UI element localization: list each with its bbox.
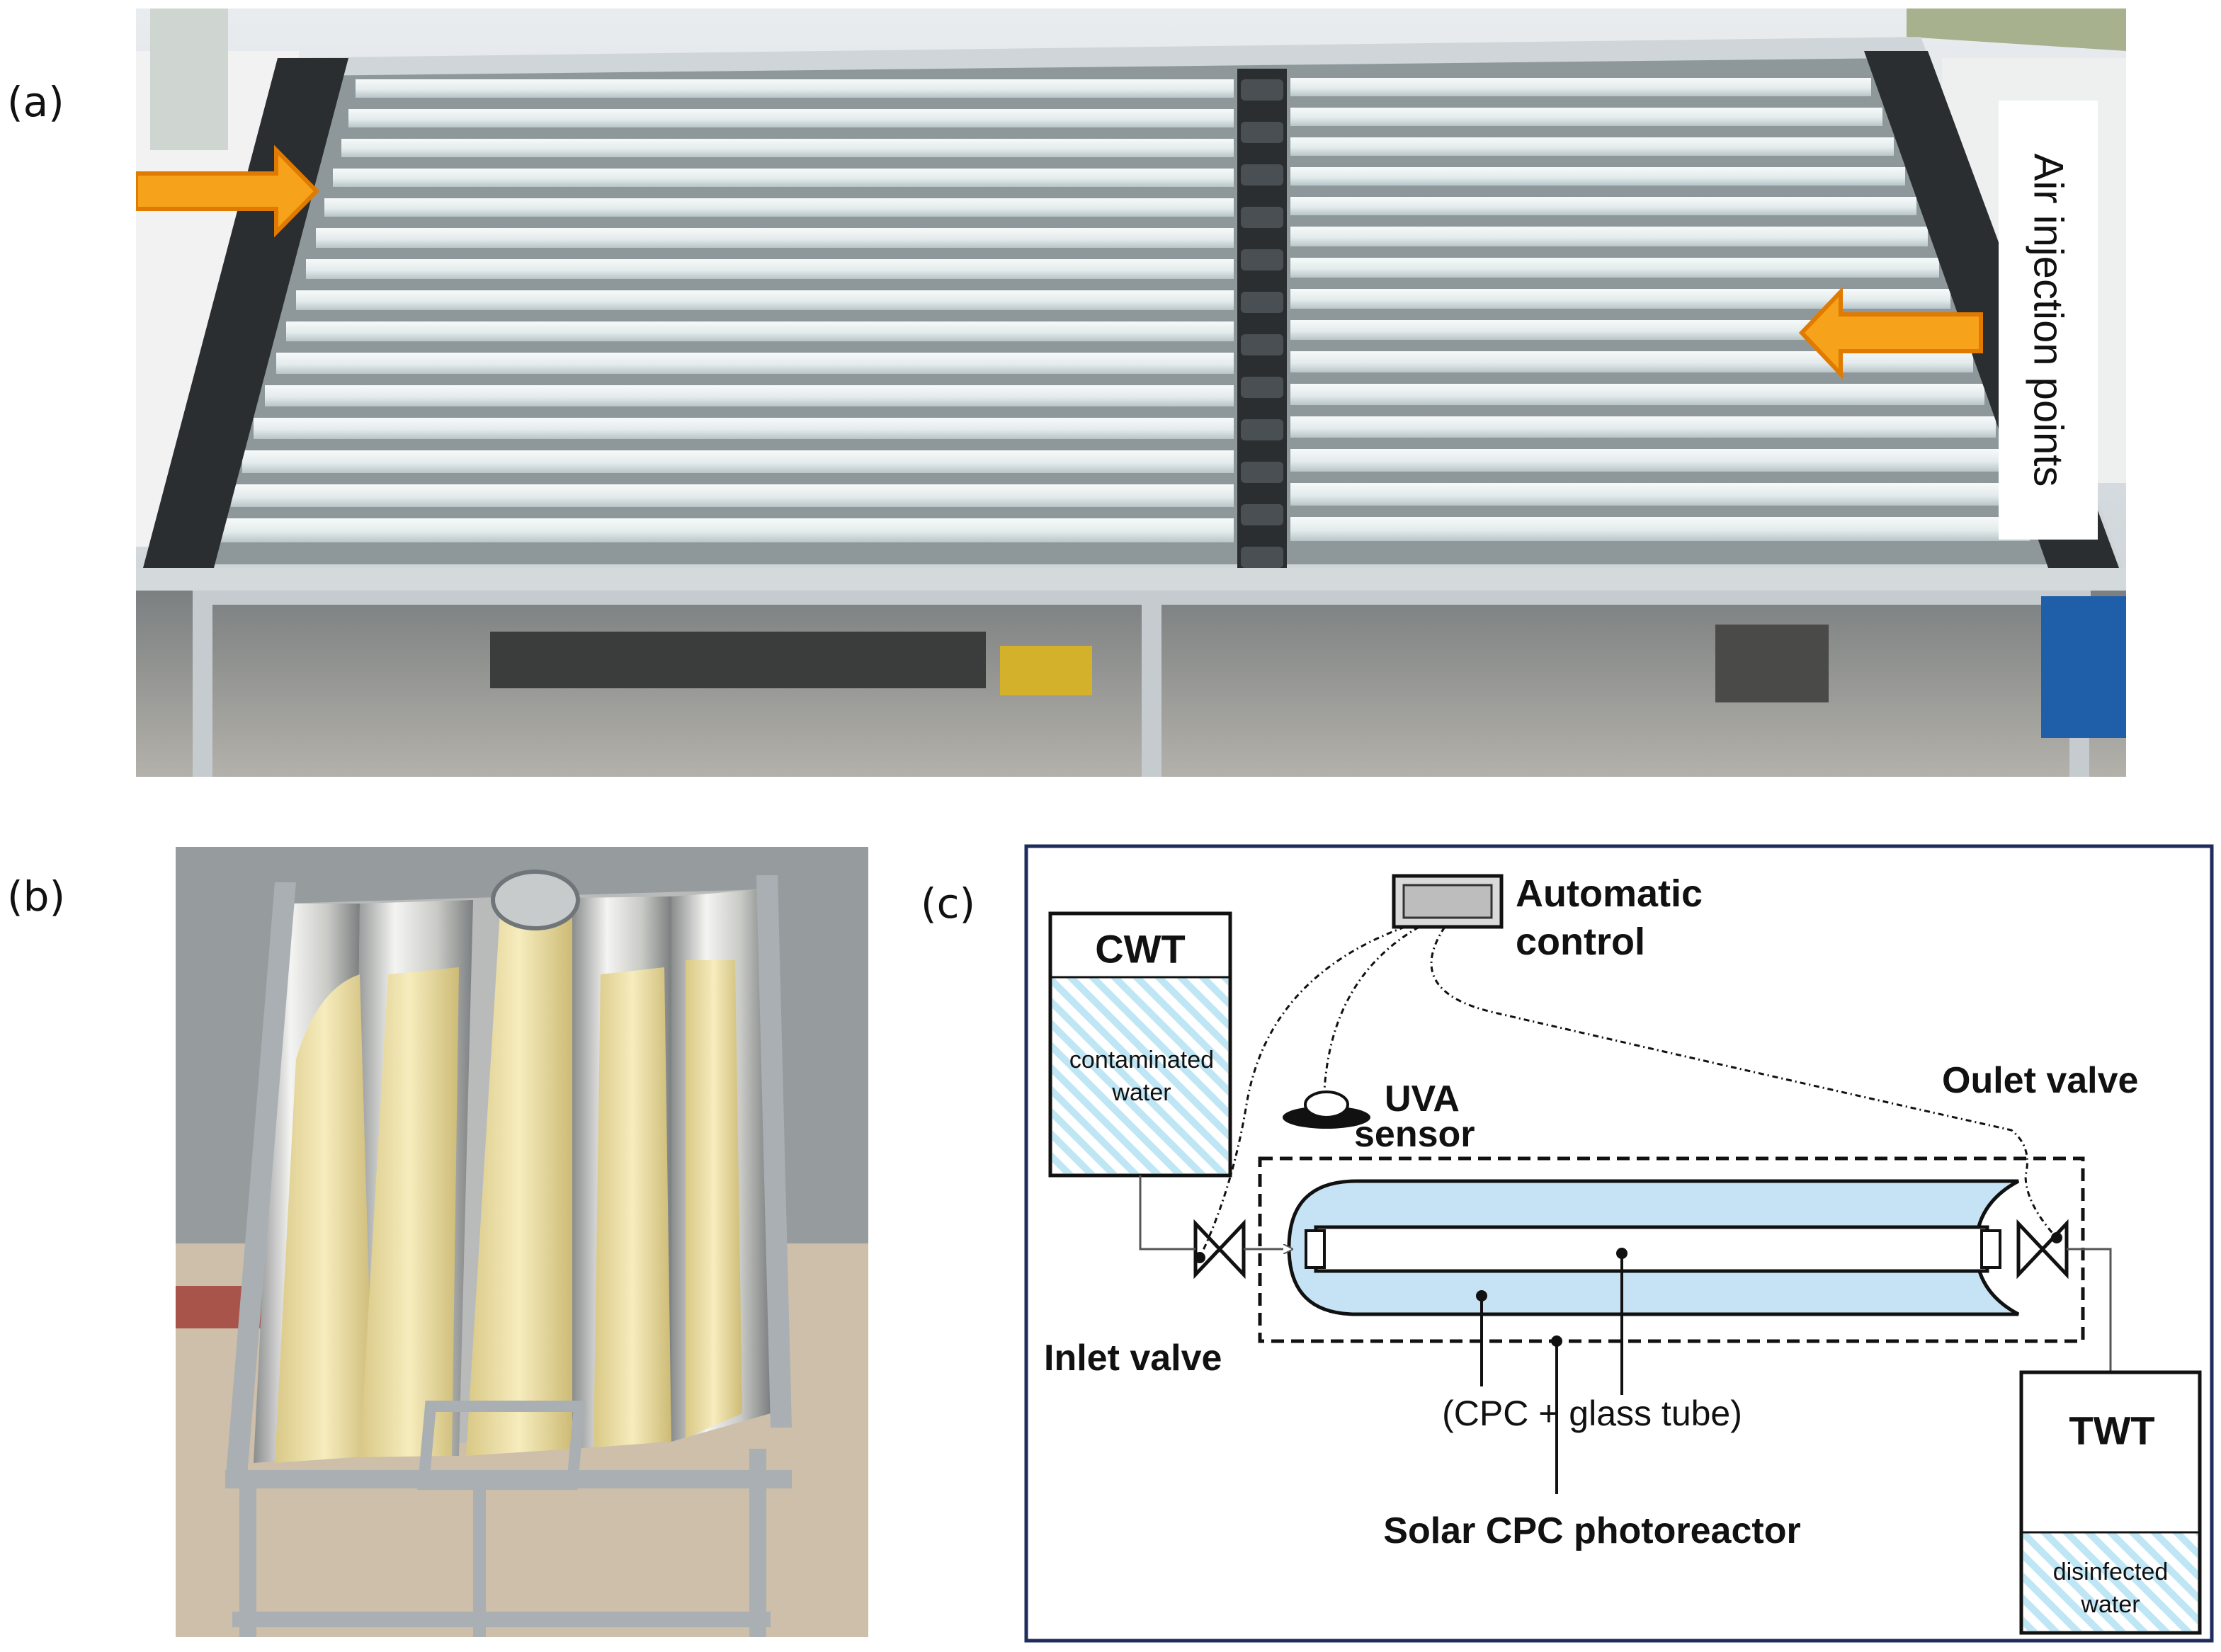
reactor-note: (CPC + glass tube) [1442, 1394, 1742, 1433]
reactor-title: Solar CPC photoreactor [1383, 1510, 1800, 1551]
tube-cap-right [1980, 1229, 2001, 1269]
automatic-control-label-2: control [1516, 921, 1645, 963]
cwt-content-line-2: water [1111, 1079, 1171, 1106]
outlet-valve-icon [2016, 1219, 2069, 1280]
cwt-content-line-1: contaminated [1069, 1047, 1214, 1073]
inlet-pipe [1139, 1175, 1195, 1251]
tubes-right-module [1290, 78, 2030, 541]
photo-a-solar-reactor: Air injection points [136, 8, 2126, 777]
twt-content-line-1: disinfected [2053, 1559, 2169, 1585]
arrow-right-icon [1798, 286, 1983, 380]
photo-b-cpc-module [176, 847, 868, 1637]
inlet-valve-label: Inlet valve [1044, 1338, 1222, 1379]
uva-sensor-label-1: UVA [1385, 1078, 1460, 1120]
twt-tank [2019, 1370, 2202, 1635]
uva-sensor-icon [1283, 1090, 1370, 1129]
automatic-control-label-1: Automatic [1516, 872, 1703, 915]
uva-sensor-label-2: sensor [1354, 1114, 1475, 1155]
automatic-control-box [1392, 874, 1504, 929]
cwt-title: CWT [1095, 927, 1186, 972]
cwt-tank [1048, 911, 1232, 1178]
outlet-valve-label: Oulet valve [1942, 1060, 2138, 1101]
air-injection-label-box [1999, 101, 2098, 540]
arrow-left-icon [136, 144, 320, 238]
control-line-sensor [1323, 925, 1420, 1091]
glass-tube [1314, 1225, 1989, 1273]
panel-label-b: (b) [7, 872, 66, 921]
outlet-pipe [2067, 1248, 2111, 1388]
twt-content-line-2: water [2080, 1591, 2140, 1618]
control-line-inlet [1198, 925, 1406, 1258]
tubes-left-module [220, 79, 1234, 542]
tube-cap-left [1305, 1229, 1326, 1269]
twt-title: TWT [2069, 1408, 2154, 1453]
panel-label-c: (c) [921, 879, 976, 928]
panel-label-a: (a) [7, 78, 64, 126]
air-injection-label: Air injection points [2026, 154, 2072, 487]
